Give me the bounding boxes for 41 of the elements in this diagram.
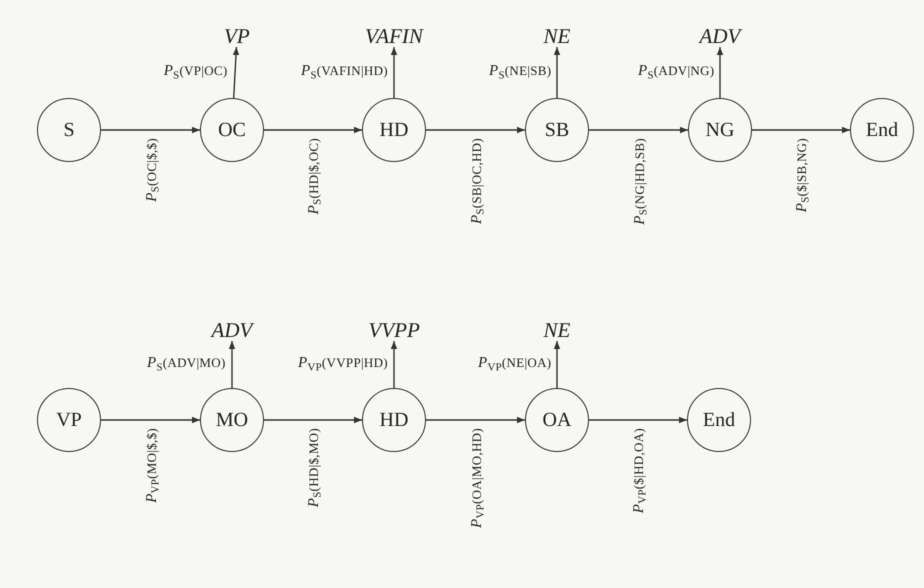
- state-circle: MO: [200, 388, 264, 452]
- arrow: [264, 126, 362, 134]
- arrow: [101, 416, 200, 424]
- arrow: [101, 126, 200, 134]
- arrow: [554, 341, 560, 388]
- arrow: [589, 416, 687, 424]
- tag-label: NE: [544, 319, 570, 341]
- tag-label: VP: [224, 25, 250, 47]
- edge-label: P$_{S}$(ADV|MO): [147, 356, 226, 374]
- arrow: [232, 46, 240, 98]
- state-circle: HD: [362, 388, 426, 452]
- arrow: [554, 47, 560, 98]
- edge-label: P$_{S}$(NE|SB): [489, 64, 552, 82]
- edge-label: P$_{S}$(ADV|NG): [638, 64, 714, 82]
- state-circle: SB: [525, 98, 589, 162]
- state-circle: S: [37, 98, 101, 162]
- tag-label: VVPP: [368, 319, 420, 341]
- state-circle: End: [687, 388, 751, 452]
- edge-label: P$_{S}$(VP|OC): [164, 64, 228, 82]
- edge-label: P$_{VP}$(NE|OA): [478, 356, 552, 374]
- tag-label: ADV: [212, 319, 252, 341]
- state-circle: HD: [362, 98, 426, 162]
- tag-label: VAFIN: [365, 25, 423, 47]
- tag-label: ADV: [700, 25, 740, 47]
- arrow: [426, 416, 525, 424]
- state-circle: End: [850, 98, 914, 162]
- arrow: [752, 126, 850, 134]
- state-circle: OA: [525, 388, 589, 452]
- arrow: [426, 126, 525, 134]
- arrow: [589, 126, 688, 134]
- arrow: [228, 341, 236, 388]
- arrow: [390, 47, 398, 98]
- arrow: [716, 47, 724, 98]
- state-circle: OC: [200, 98, 264, 162]
- arrow: [264, 416, 362, 424]
- edge-label: P$_{VP}$(VVPP|HD): [298, 356, 388, 374]
- state-circle: VP: [37, 388, 101, 452]
- tag-label: NE: [544, 25, 570, 47]
- edge-label: P$_{S}$(VAFIN|HD): [301, 64, 388, 82]
- arrow: [390, 341, 398, 388]
- state-circle: NG: [688, 98, 752, 162]
